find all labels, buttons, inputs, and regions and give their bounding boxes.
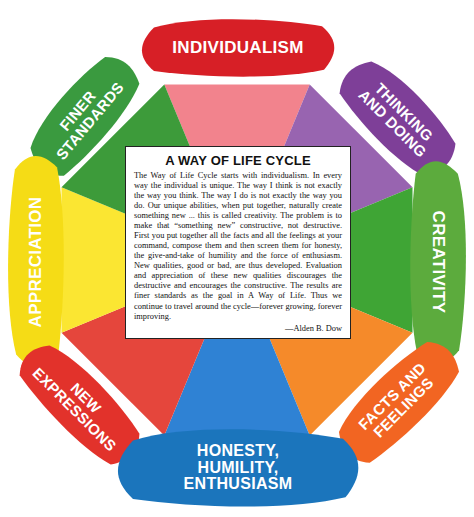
- petal-label: HONESTY, HUMILITY, ENTHUSIASM: [168, 443, 308, 493]
- text-box: A WAY OF LIFE CYCLE The Way of Life Cycle…: [125, 146, 351, 339]
- cycle-petal: HONESTY, HUMILITY, ENTHUSIASM: [113, 425, 363, 511]
- box-attribution: —Alden B. Dow: [134, 324, 342, 333]
- box-body: The Way of Life Cycle starts with indivi…: [134, 171, 342, 322]
- petal-outline: [8, 156, 64, 368]
- petal-label: INDIVIDUALISM: [172, 39, 303, 57]
- petal-label: CREATIVITY: [429, 211, 447, 314]
- box-title: A WAY OF LIFE CYCLE: [134, 153, 342, 168]
- petal-label-group: APPRECIATION: [27, 197, 45, 328]
- cycle-petal: INDIVIDUALISM: [138, 16, 338, 80]
- cycle-petal: CREATIVITY: [407, 157, 469, 367]
- petal-label-group: INDIVIDUALISM: [172, 39, 303, 57]
- petal-outline: [410, 161, 466, 363]
- petal-label-group: HONESTY, HUMILITY, ENTHUSIASM: [168, 443, 308, 493]
- petal-outline: [142, 19, 334, 76]
- cycle-petal: APPRECIATION: [5, 152, 67, 372]
- petal-label: APPRECIATION: [27, 197, 45, 328]
- petal-outline: [118, 429, 358, 506]
- petal-label-group: CREATIVITY: [429, 211, 447, 314]
